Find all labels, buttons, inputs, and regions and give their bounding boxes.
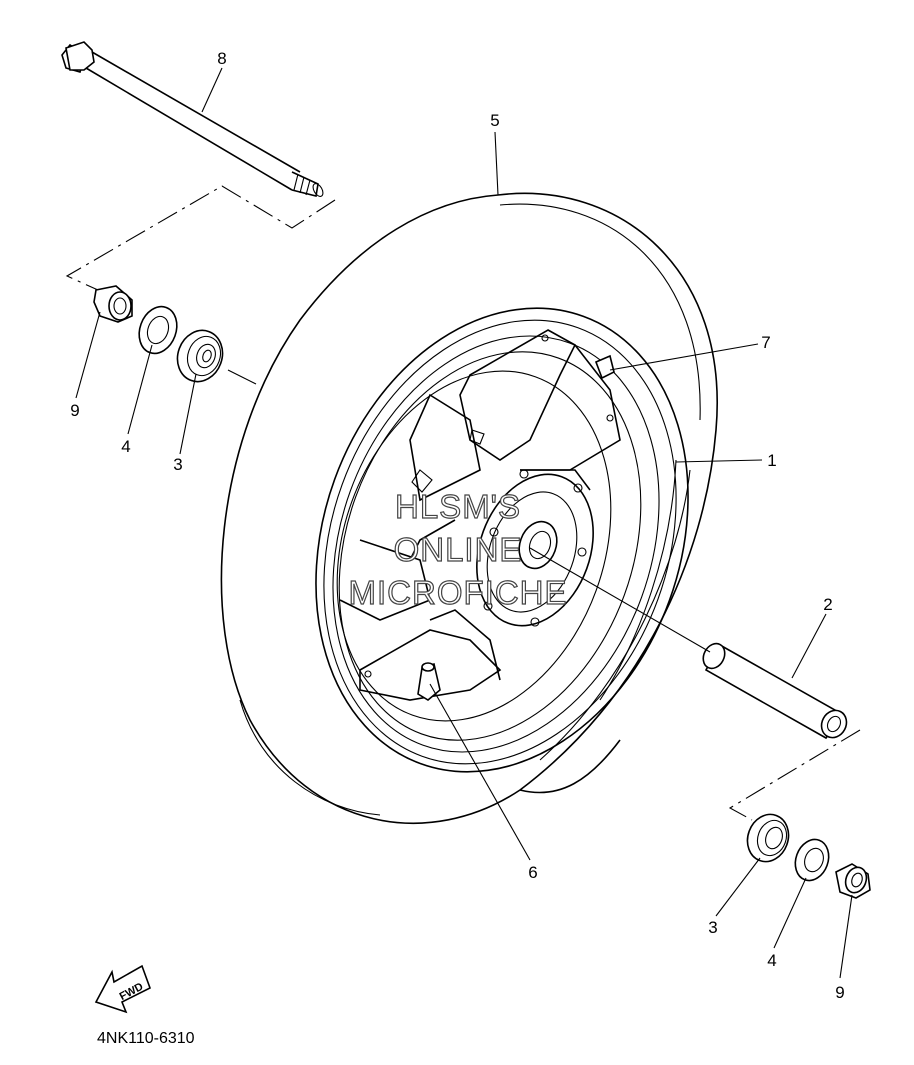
right-bearing-part xyxy=(746,813,790,863)
callout-axle: 8 xyxy=(217,49,226,68)
callout-valve: 6 xyxy=(528,863,537,882)
left-collar-part xyxy=(93,285,133,323)
assembly-line-upper xyxy=(65,185,336,291)
watermark: HLSM'S ONLINE MICROFICHE xyxy=(348,487,568,611)
wheel-spokes xyxy=(339,329,621,701)
axle-shaft xyxy=(61,41,324,197)
watermark-line1: HLSM'S xyxy=(395,488,521,525)
balance-weight-part xyxy=(594,354,615,380)
spacer-tube xyxy=(702,642,848,740)
left-bearing-part xyxy=(176,329,224,383)
callout-balance-weight: 7 xyxy=(761,333,770,352)
wheel-rim xyxy=(315,307,689,773)
left-oil-seal-part xyxy=(138,305,178,355)
wheel-hub xyxy=(476,469,594,627)
callout-tire: 5 xyxy=(490,111,499,130)
right-collar-part xyxy=(835,863,871,899)
fwd-arrow-icon: FWD xyxy=(94,964,151,1014)
callout-right-collar: 9 xyxy=(835,983,844,1002)
leader-lines xyxy=(75,67,853,979)
watermark-line3: MICROFICHE xyxy=(349,574,568,611)
right-oil-seal-part xyxy=(794,838,830,882)
assembly-line-left xyxy=(227,369,257,385)
tire xyxy=(220,192,718,825)
assembly-line-lower xyxy=(728,729,861,821)
spacer-axis-line xyxy=(529,547,711,653)
callout-left-collar: 9 xyxy=(70,401,79,420)
valve-stem-part xyxy=(417,662,441,701)
callout-left-oil-seal: 4 xyxy=(121,437,130,456)
callout-right-bearing: 3 xyxy=(708,918,717,937)
watermark-line2: ONLINE xyxy=(394,531,523,568)
callout-spacer: 2 xyxy=(823,595,832,614)
part-code: 4NK110-6310 xyxy=(97,1030,195,1047)
callout-left-bearing: 3 xyxy=(173,455,182,474)
callout-right-oil-seal: 4 xyxy=(767,951,776,970)
callout-wheel-rim: 1 xyxy=(767,451,776,470)
